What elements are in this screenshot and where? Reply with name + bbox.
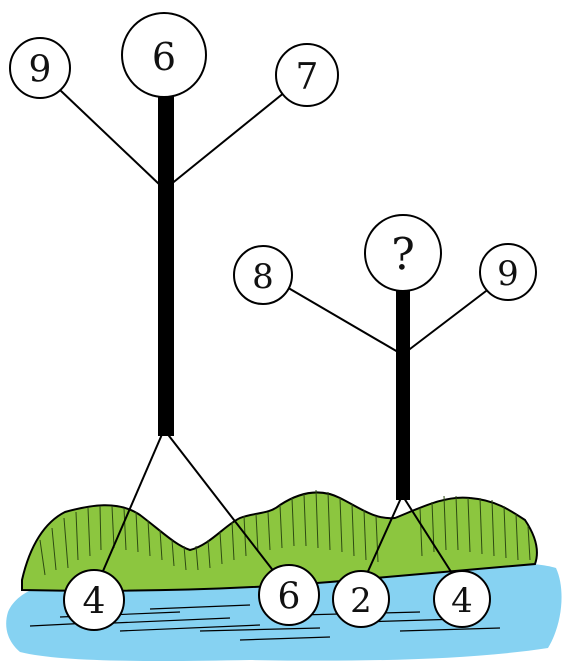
node-right-branch-left: 8 <box>233 245 293 305</box>
trunk-right <box>396 288 410 500</box>
node-value: 2 <box>350 581 372 621</box>
root-line-right-2 <box>364 497 402 579</box>
node-value: 8 <box>252 257 274 297</box>
root-line-right-4 <box>403 497 456 579</box>
node-value: 7 <box>296 57 319 98</box>
node-left-branch-left: 9 <box>9 37 71 99</box>
node-value: 4 <box>83 582 106 623</box>
node-value: 4 <box>451 581 473 621</box>
tree-left: 6 9 7 4 6 <box>9 12 339 631</box>
node-value: 9 <box>497 254 519 294</box>
node-value: 6 <box>278 577 301 618</box>
node-right-root-left: 2 <box>332 570 390 628</box>
node-right-branch-right: 9 <box>479 243 537 301</box>
branch-line-right-9 <box>405 287 491 353</box>
root-line-left-6 <box>165 431 276 574</box>
node-value: 6 <box>152 35 176 79</box>
node-left-root-right: 6 <box>258 564 320 626</box>
tree-right: ? 8 9 2 4 <box>233 214 537 628</box>
node-left-root-left: 4 <box>63 569 125 631</box>
node-right-root-right: 4 <box>433 570 491 628</box>
node-left-top: 6 <box>121 12 207 98</box>
trunk-left <box>158 92 174 436</box>
node-left-branch-right: 7 <box>275 43 339 107</box>
node-right-top: ? <box>364 214 442 292</box>
branch-line-left-7 <box>169 91 286 186</box>
node-value: 9 <box>29 50 52 91</box>
node-value: ? <box>391 230 415 281</box>
branch-line-right-8 <box>284 285 399 353</box>
root-line-left-4 <box>99 431 164 579</box>
branch-line-left-9 <box>59 89 161 186</box>
